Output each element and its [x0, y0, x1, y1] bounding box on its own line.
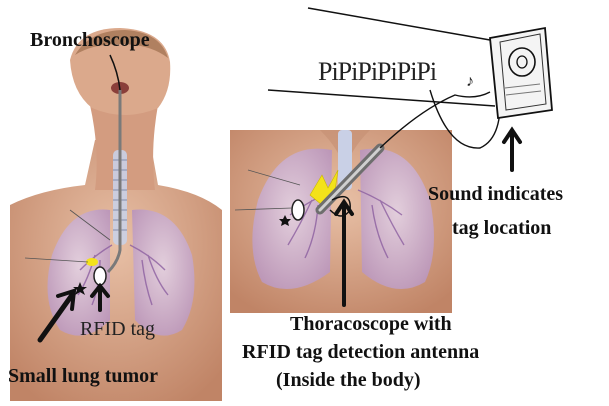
label-thoraco-2: RFID tag detection antenna — [242, 341, 479, 363]
label-bronchoscope: Bronchoscope — [30, 29, 150, 51]
label-thoraco-1: Thoracoscope with — [290, 313, 452, 335]
label-sound-caption-1: Sound indicates — [428, 183, 563, 205]
label-sound: PiPiPiPiPiPi — [318, 57, 437, 86]
left-figure — [10, 28, 222, 401]
label-thoraco-3: (Inside the body) — [276, 369, 420, 391]
speaker-icon — [490, 28, 552, 118]
right-rfid-tag — [292, 200, 304, 220]
sound-beam-top — [308, 8, 490, 40]
speaker-arrow — [504, 130, 520, 170]
label-sound-caption-2: tag location — [452, 217, 551, 239]
label-tumor: Small lung tumor — [8, 365, 158, 387]
left-rfid-tag — [94, 267, 106, 285]
music-note-icon: ♪ — [466, 73, 474, 90]
label-rfid-tag: RFID tag — [80, 318, 155, 340]
sound-beam-bottom — [268, 90, 495, 106]
